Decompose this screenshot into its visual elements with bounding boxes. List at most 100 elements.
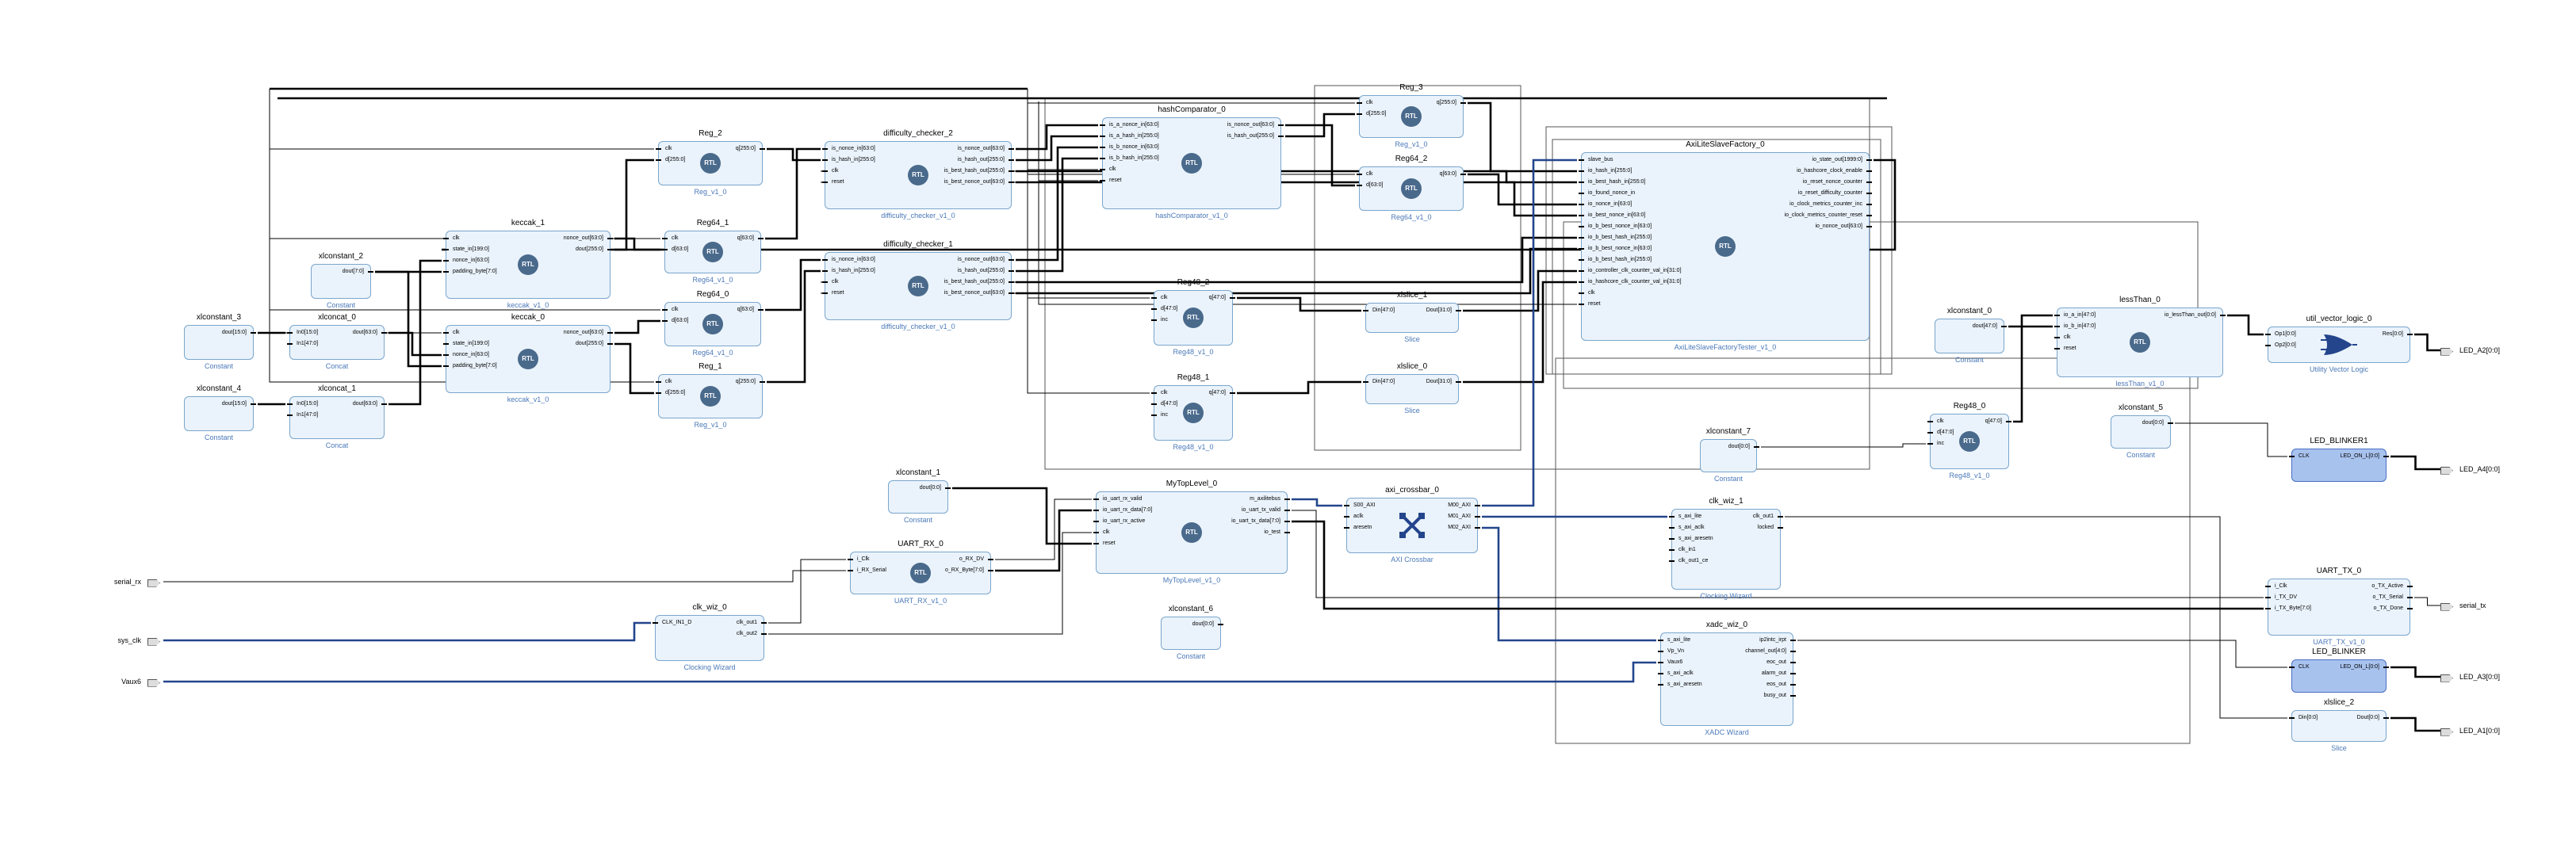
pin-i-tx-dv[interactable]: i_TX_DV <box>2264 594 2298 600</box>
pin-dout-0-0[interactable]: dout[0:0] <box>919 485 951 491</box>
pin-inc[interactable]: inc <box>1151 317 1168 323</box>
pin-io-uart-tx-data-7-0[interactable]: io_uart_tx_data[7:0] <box>1231 518 1290 524</box>
pin-q-47-0[interactable]: q[47:0] <box>1208 390 1236 395</box>
pin-io-lessthan-out-0-0[interactable]: io_lessThan_out[0:0] <box>2165 312 2226 318</box>
pin-dout-0-0[interactable]: dout[0:0] <box>1192 621 1224 627</box>
pin-clk[interactable]: clk <box>656 379 672 384</box>
pin-io-best-nonce-in-63-0[interactable]: io_best_nonce_in[63:0] <box>1578 212 1646 218</box>
pin-io-test[interactable]: io_test <box>1264 529 1290 535</box>
pin-io-b-best-nonce-in-63-0[interactable]: io_b_best_nonce_in[63:0] <box>1578 246 1652 251</box>
pin-din-47-0[interactable]: Din[47:0] <box>1362 307 1395 313</box>
pin-eos-out[interactable]: eos_out <box>1766 682 1796 687</box>
pin-s-axi-aclk[interactable]: s_axi_aclk <box>1669 525 1705 530</box>
pin-clk[interactable]: clk <box>443 330 460 335</box>
pin-clk[interactable]: clk <box>822 168 839 174</box>
pin-io-a-in-47-0[interactable]: io_a_in[47:0] <box>2054 312 2096 318</box>
pin-q-63-0[interactable]: q[63:0] <box>737 235 764 241</box>
net-wire[interactable] <box>1761 443 1926 448</box>
pin-channel-out-4-0[interactable]: channel_out[4:0] <box>1745 648 1796 654</box>
pin-io-clock-metrics-counter-inc[interactable]: io_clock_metrics_counter_inc <box>1789 201 1872 207</box>
pin-led-on-l-0-0[interactable]: LED_ON_L[0:0] <box>2340 453 2390 459</box>
pin-aresetn[interactable]: aresetn <box>1343 525 1372 530</box>
pin-is-best-hash-out-255-0[interactable]: is_best_hash_out[255:0] <box>944 168 1015 174</box>
pin-io-hashcore-clk-counter-val-in-31-0[interactable]: io_hashcore_clk_counter_val_in[31:0] <box>1579 279 1682 285</box>
pin-nonce-out-63-0[interactable]: nonce_out[63:0] <box>563 330 614 335</box>
pin-slave-bus[interactable]: slave_bus <box>1579 157 1613 162</box>
net-wire[interactable] <box>1463 281 1577 384</box>
pin-i-rx-serial[interactable]: i_RX_Serial <box>848 567 886 573</box>
pin-m02-axi[interactable]: M02_AXI <box>1448 525 1480 530</box>
pin-q-47-0[interactable]: q[47:0] <box>1208 295 1236 300</box>
input-port-serial-rx[interactable]: serial_rx <box>114 578 160 587</box>
pin-i-tx-byte-7-0[interactable]: i_TX_Byte[7:0] <box>2265 605 2311 611</box>
net-wire[interactable] <box>1292 510 2264 598</box>
net-wire[interactable] <box>2390 455 2440 471</box>
net-wire[interactable] <box>1237 380 1361 395</box>
pin-nonce-out-63-0[interactable]: nonce_out[63:0] <box>563 235 614 241</box>
pin-dout-0-0[interactable]: dout[0:0] <box>1728 444 1760 449</box>
pin-is-hash-in-255-0[interactable]: is_hash_in[255:0] <box>822 268 875 273</box>
pin-s-axi-aresetn[interactable]: s_axi_aresetn <box>1658 682 1702 687</box>
pin-clk[interactable]: CLK <box>2289 453 2310 459</box>
net-wire[interactable] <box>768 532 1092 635</box>
pin-q-47-0[interactable]: q[47:0] <box>1985 418 2012 424</box>
output-port-led-a4-0-0[interactable]: LED_A4[0:0] <box>2440 465 2500 475</box>
pin-d-255-0[interactable]: d[255:0] <box>655 390 686 395</box>
net-wire[interactable] <box>2013 314 2053 423</box>
net-wire[interactable] <box>1016 135 1098 162</box>
net-wire[interactable] <box>767 147 821 162</box>
pin-reset[interactable]: reset <box>822 179 844 185</box>
net-wire[interactable] <box>1016 146 1098 262</box>
net-wire[interactable] <box>768 559 846 624</box>
net-wire[interactable] <box>995 509 1092 572</box>
pin-clk[interactable]: clk <box>1357 100 1373 105</box>
net-wire[interactable] <box>765 147 821 240</box>
pin-is-b-hash-in-255-0[interactable]: is_b_hash_in[255:0] <box>1100 155 1159 161</box>
net-wire[interactable] <box>2390 716 2440 732</box>
pin-d-63-0[interactable]: d[63:0] <box>1356 182 1384 188</box>
pin-m-axilitebus[interactable]: m_axilitebus <box>1250 496 1290 502</box>
net-wire[interactable] <box>1797 640 2287 668</box>
pin-aclk[interactable]: aclk <box>1343 514 1364 519</box>
pin-busy-out[interactable]: busy_out <box>1763 693 1797 698</box>
net-wire[interactable] <box>1016 236 1577 284</box>
pin-in1-47-0[interactable]: In1[47:0] <box>286 341 319 346</box>
pin-padding-byte-7-0[interactable]: padding_byte[7:0] <box>443 363 497 369</box>
pin-reset[interactable]: reset <box>1579 301 1601 307</box>
pin-op2-0-0[interactable]: Op2[0:0] <box>2265 342 2296 348</box>
pin-is-nonce-out-63-0[interactable]: is_nonce_out[63:0] <box>957 257 1015 262</box>
pin-q-255-0[interactable]: q[255:0] <box>735 379 766 384</box>
pin-clk[interactable]: clk <box>1151 295 1168 300</box>
pin-clk-out1[interactable]: clk_out1 <box>736 620 767 625</box>
pin-i-clk[interactable]: i_Clk <box>848 556 870 562</box>
pin-res-0-0[interactable]: Res[0:0] <box>2382 331 2413 337</box>
pin-clk[interactable]: clk <box>662 307 679 312</box>
pin-q-63-0[interactable]: q[63:0] <box>737 307 764 312</box>
pin-o-tx-done[interactable]: o_TX_Done <box>2373 605 2413 611</box>
pin-io-state-out-1999-0[interactable]: io_state_out[1999:0] <box>1812 157 1873 162</box>
pin-dout-7-0[interactable]: dout[7:0] <box>342 269 374 274</box>
pin-clk[interactable]: clk <box>662 235 679 241</box>
bus-wire[interactable] <box>1292 498 1342 507</box>
pin-inc[interactable]: inc <box>1927 441 1944 446</box>
pin-state-in-199-0[interactable]: state_in[199:0] <box>443 341 489 346</box>
net-wire[interactable] <box>2390 666 2440 678</box>
pin-s-axi-aclk[interactable]: s_axi_aclk <box>1658 670 1694 676</box>
